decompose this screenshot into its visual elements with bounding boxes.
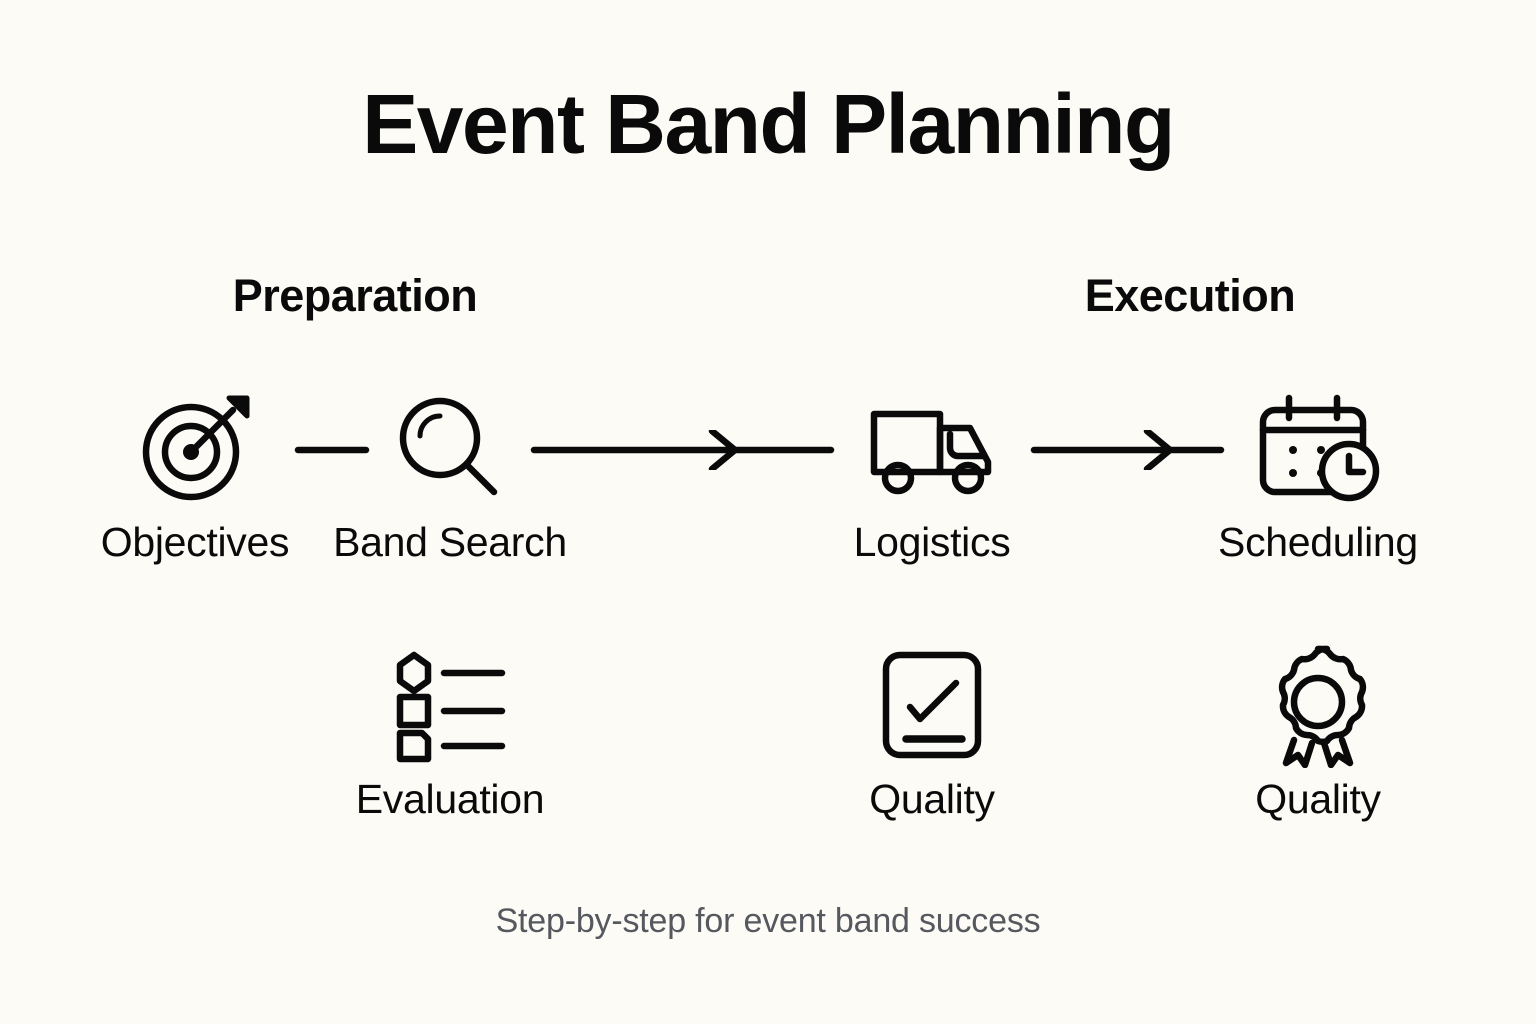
arrow-connector-1 <box>530 427 835 473</box>
target-icon <box>75 388 315 508</box>
group-header-execution: Execution <box>1084 270 1296 321</box>
dash-connector <box>292 430 372 470</box>
step-logistics[interactable]: Logistics <box>812 388 1052 563</box>
award-ribbon-icon <box>1198 645 1438 768</box>
step-label: Scheduling <box>1218 519 1418 565</box>
step-label: Logistics <box>853 519 1011 565</box>
step-label: Quality <box>869 776 995 822</box>
step-evaluation[interactable]: Evaluation <box>330 645 570 820</box>
magnifier-icon <box>330 388 570 508</box>
step-quality-check[interactable]: Quality <box>812 645 1052 820</box>
delivery-truck-icon <box>812 388 1052 508</box>
check-square-icon <box>812 645 1052 765</box>
step-quality-award[interactable]: Quality <box>1198 645 1438 820</box>
step-label: Evaluation <box>355 776 545 822</box>
step-label: Objectives <box>100 519 290 565</box>
step-band-search[interactable]: Band Search <box>330 388 570 563</box>
step-label: Band Search <box>333 519 567 565</box>
arrow-connector-2 <box>1030 427 1225 473</box>
step-scheduling[interactable]: Scheduling <box>1198 388 1438 563</box>
footer-caption: Step-by-step for event band success <box>495 902 1041 940</box>
calendar-clock-icon <box>1198 388 1438 508</box>
checklist-icon <box>330 645 570 765</box>
step-label: Quality <box>1255 776 1381 822</box>
group-header-preparation: Preparation <box>232 270 478 321</box>
page-title: Event Band Planning <box>362 77 1175 171</box>
step-objectives[interactable]: Objectives <box>75 388 315 563</box>
